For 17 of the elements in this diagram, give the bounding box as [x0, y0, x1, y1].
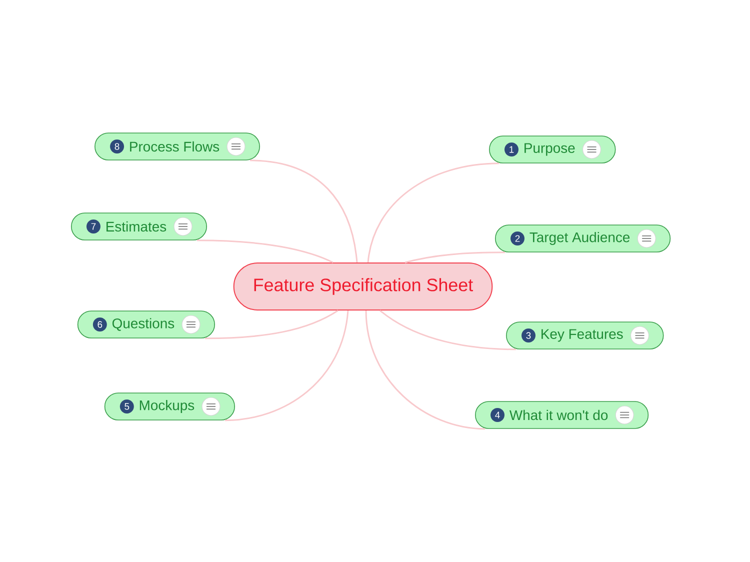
connector [197, 240, 334, 264]
connector [380, 310, 516, 350]
connector [250, 160, 358, 263]
connector [404, 252, 506, 264]
connector [205, 310, 338, 340]
number-badge: 3 [522, 328, 536, 342]
connector [365, 310, 486, 430]
number-badge: 5 [120, 400, 134, 414]
number-badge: 8 [110, 140, 124, 154]
number-badge: 1 [504, 142, 518, 156]
number-badge: 4 [490, 408, 504, 422]
connector [367, 162, 500, 263]
number-badge: 2 [510, 232, 524, 246]
number-badge: 7 [86, 220, 100, 234]
number-badge: 6 [92, 318, 107, 332]
topic-pill: Feature Specification Sheet [233, 262, 493, 310]
connector [224, 310, 349, 422]
